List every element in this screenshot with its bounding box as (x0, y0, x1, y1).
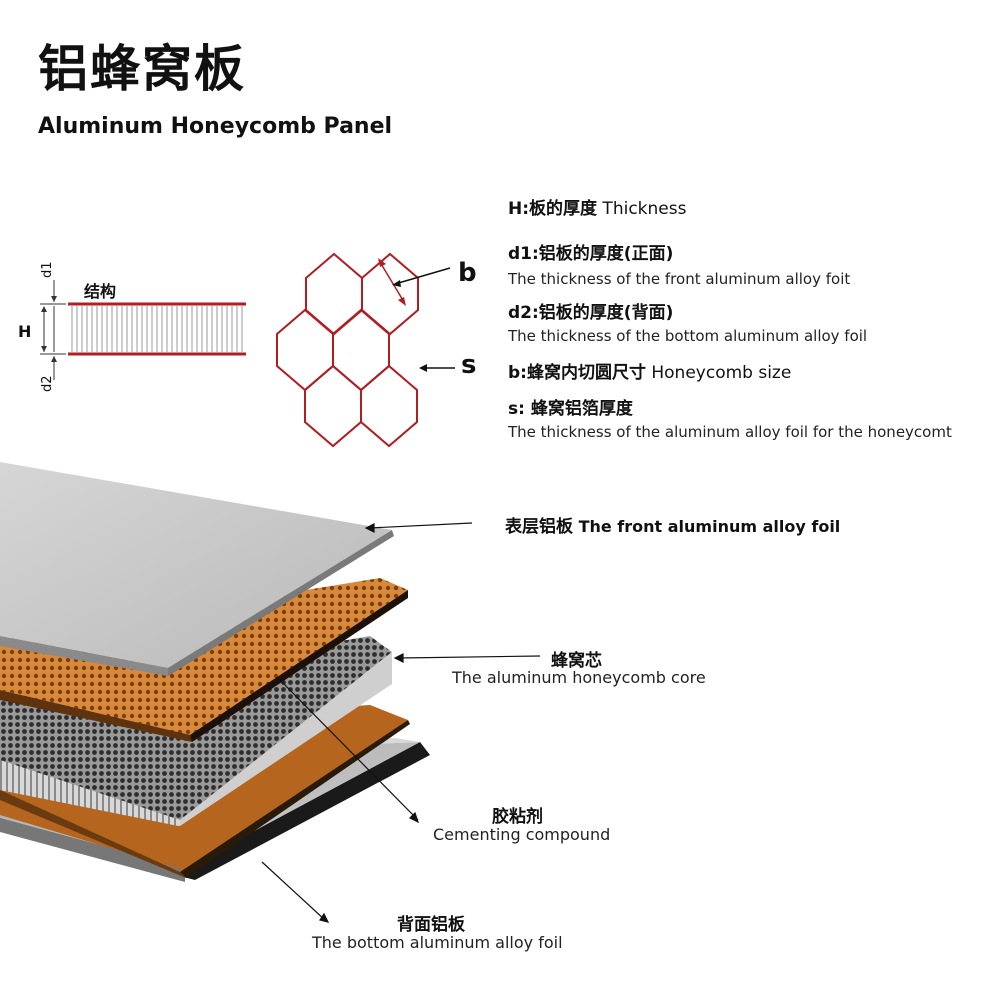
hexagon-cell (361, 252, 419, 336)
core-lines (71, 306, 243, 352)
legend-item-b: b:蜂窝内切圆尺寸 Honeycomb size (508, 363, 791, 383)
legend-head: d2:铝板的厚度(背面) (508, 303, 674, 323)
d1-label: d1 (40, 261, 55, 278)
front-layer-cn: 表层铝板 (505, 517, 573, 537)
s-pointer-arrow (419, 364, 455, 372)
d2-label: d2 (40, 375, 55, 392)
bottom-layer-en: The bottom aluminum alloy foil (312, 933, 563, 952)
bottom-layer-cn: 背面铝板 (397, 915, 465, 935)
legend-item-d1: d1:铝板的厚度(正面) (508, 244, 673, 264)
hexagon-cell (332, 308, 390, 392)
hexagon-diagram (276, 252, 419, 448)
core-layer-cn: 蜂窝芯 (551, 651, 602, 671)
h-label: H (18, 322, 32, 341)
dimension-lines (40, 280, 66, 380)
legend-item-h: H:板的厚度 Thickness (508, 199, 686, 219)
legend-head-en: Thickness (597, 199, 687, 219)
legend-head: b:蜂窝内切圆尺寸 (508, 363, 646, 383)
layer-pointers (261, 522, 541, 923)
legend-head: H:板的厚度 (508, 199, 598, 219)
legend-sub-d1: The thickness of the front aluminum allo… (508, 270, 851, 288)
front-layer-label: 表层铝板 The front aluminum alloy foil (505, 512, 840, 537)
b-label: b (458, 258, 477, 288)
b-dimension-arrow (378, 258, 451, 306)
legend-item-d2: d2:铝板的厚度(背面) (508, 303, 673, 323)
legend-item-s: s: 蜂窝铝箔厚度 (508, 399, 633, 419)
legend-head: d1:铝板的厚度(正面) (508, 244, 674, 264)
dimension-arrows (41, 296, 57, 362)
front-aluminum-layer (0, 462, 394, 676)
legend-sub-d2: The thickness of the bottom aluminum all… (508, 327, 868, 345)
hexagon-cell (276, 308, 334, 392)
structure-label: 结构 (84, 282, 117, 301)
core-layer-en: The aluminum honeycomb core (452, 668, 706, 687)
adhesive-layer-cn: 胶粘剂 (492, 807, 543, 827)
upper-adhesive-layer (0, 578, 408, 742)
legend-head-en: Honeycomb size (645, 363, 792, 383)
page-title: 铝蜂窝板 (38, 40, 246, 98)
hexagon-cell (305, 252, 363, 336)
hexagon-cell (360, 364, 418, 448)
page-subtitle: Aluminum Honeycomb Panel (38, 114, 393, 139)
adhesive-layer-en: Cementing compound (433, 825, 611, 844)
legend-sub-s: The thickness of the aluminum alloy foil… (508, 423, 952, 441)
structure-diagram (40, 280, 246, 380)
s-label: s (461, 350, 477, 380)
legend-head: s: 蜂窝铝箔厚度 (508, 399, 633, 419)
front-layer-en: The front aluminum alloy foil (573, 517, 841, 536)
hexagon-cell (304, 364, 362, 448)
